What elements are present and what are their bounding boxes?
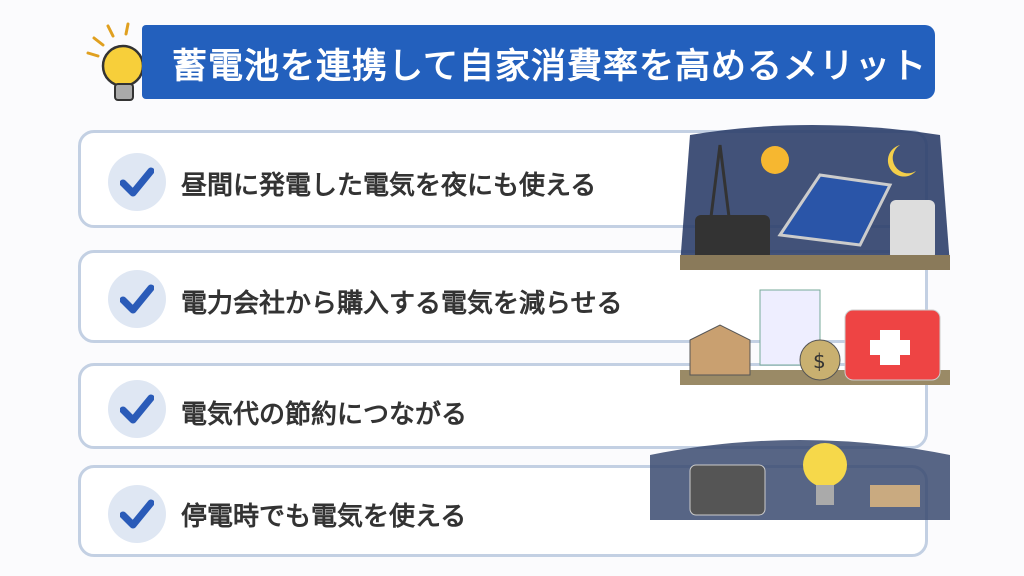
benefit-label: 停電時でも電気を使える (181, 502, 467, 532)
savings-illustration: $ (680, 289, 950, 385)
check-icon (108, 485, 166, 543)
check-icon (108, 153, 166, 211)
check-icon (108, 270, 166, 328)
dollar-sign: $ (813, 349, 826, 373)
page-title: 蓄電池を連携して自家消費率を高めるメリット (172, 47, 927, 87)
check-icon (108, 380, 166, 438)
benefit-label: 電気代の節約につながる (181, 400, 468, 430)
title-banner: 蓄電池を連携して自家消費率を高めるメリット (142, 25, 935, 99)
benefit-label: 昼間に発電した電気を夜にも使える (181, 171, 597, 201)
benefit-label: 電力会社から購入する電気を減らせる (181, 289, 623, 319)
emergency-illustration (650, 440, 950, 520)
solar-night-illustration (680, 125, 950, 270)
